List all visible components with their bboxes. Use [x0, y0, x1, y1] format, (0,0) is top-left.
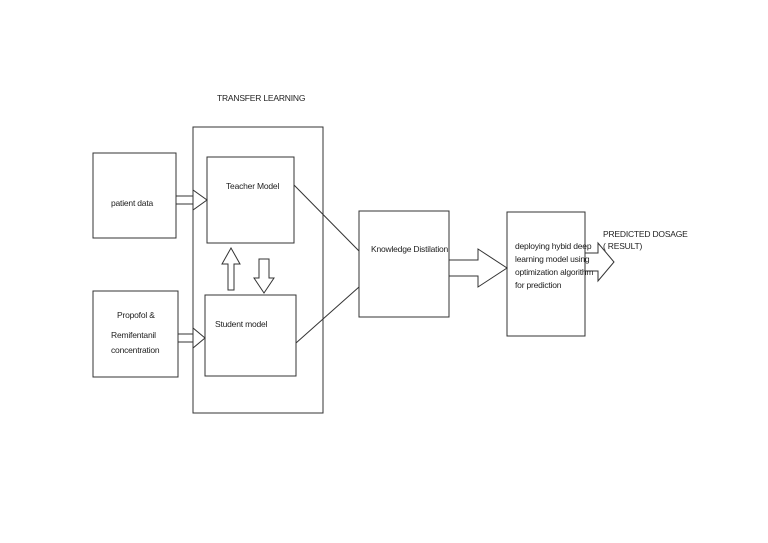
drug-label-line-3: concentration — [111, 345, 160, 355]
deploy-model-label: deploying hybid deep learning model usin… — [515, 240, 593, 292]
drug-label-line-2: Remifentanil — [111, 330, 156, 340]
transfer-learning-title: TRANSFER LEARNING — [217, 93, 306, 103]
deploy-label-line-2: learning model using — [515, 254, 590, 264]
knowledge-distillation-label: Knowledge Distilation — [371, 244, 449, 254]
deploy-label-line-1: deploying hybid deep — [515, 241, 592, 251]
output-label-line-2: ( RESULT) — [603, 241, 643, 251]
predicted-dosage-label: PREDICTED DOSAGE ( RESULT) — [603, 228, 688, 252]
arrow-deploy-to-result — [584, 241, 615, 283]
arrow-patient-to-teacher — [175, 189, 208, 211]
drug-concentration-label: Propofol & Remifentanil concentration — [111, 309, 160, 357]
arrow-teacher-to-student — [253, 258, 275, 294]
transfer-learning-container — [192, 126, 324, 414]
patient-data-label: patient data — [111, 198, 154, 208]
student-model-box — [204, 294, 297, 377]
teacher-to-distillation-line — [293, 184, 360, 252]
drug-label-line-1: Propofol & — [117, 310, 155, 320]
arrow-student-to-teacher — [221, 246, 241, 291]
deploy-label-line-4: for prediction — [515, 280, 562, 290]
teacher-model-label: Teacher Model — [226, 181, 280, 191]
arrow-drug-to-student — [177, 326, 206, 350]
knowledge-distillation-box — [358, 210, 450, 318]
deploy-label-line-3: optimization algorithm — [515, 267, 594, 277]
teacher-model-box — [206, 156, 295, 244]
patient-data-box — [92, 152, 177, 239]
deploy-model-box — [506, 211, 586, 337]
arrow-distillation-to-deploy — [448, 248, 508, 288]
output-label-line-1: PREDICTED DOSAGE — [603, 229, 688, 239]
student-to-distillation-line — [295, 286, 360, 344]
student-model-label: Student model — [215, 319, 268, 329]
